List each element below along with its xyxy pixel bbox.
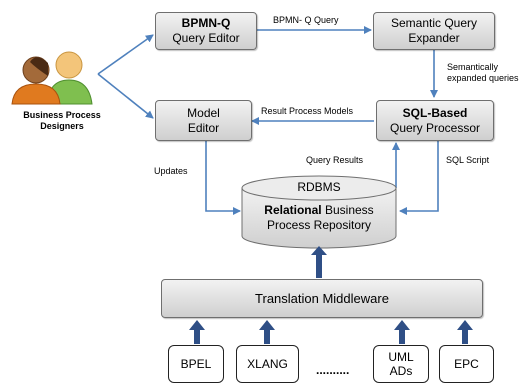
source-uml-line2: ADs <box>389 364 413 378</box>
actor-label: Business Process Designers <box>14 110 110 132</box>
source-xlang-box: XLANG <box>236 345 299 383</box>
edge-actor-to-model-editor <box>97 73 154 119</box>
edge-label-semantic-1: Semantically <box>447 62 499 72</box>
edge-label-result-models: Result Process Models <box>261 106 354 116</box>
repository-rest: Business <box>321 203 374 217</box>
block-arrow-xlang <box>259 320 275 344</box>
model-editor-line1: Model <box>187 105 220 120</box>
source-uml-box: UML ADs <box>373 345 429 383</box>
model-editor-line2: Editor <box>187 120 220 135</box>
source-epc-box: EPC <box>439 345 494 383</box>
block-arrow-middleware-to-repository <box>311 246 327 278</box>
source-bpel-label: BPEL <box>180 357 212 371</box>
processor-subtitle: Query Processor <box>389 120 481 135</box>
repository-tag: RDBMS <box>297 180 341 194</box>
source-epc-label: EPC <box>454 357 479 371</box>
block-arrow-bpel <box>189 320 205 344</box>
source-uml-line1: UML <box>388 350 414 364</box>
edge-model-editor-to-repository <box>205 141 241 215</box>
edge-label-bpmnq-query: BPMN- Q Query <box>273 15 339 25</box>
translation-middleware-box: Translation Middleware <box>161 279 483 318</box>
sql-query-processor-box: SQL-Based Query Processor <box>376 100 494 141</box>
edge-actor-to-query-editor <box>97 34 154 75</box>
repository-label: RDBMS Relational Business Process Reposi… <box>243 180 395 233</box>
source-xlang-label: XLANG <box>247 357 288 371</box>
model-editor-box: Model Editor <box>155 100 252 141</box>
actor-label-line2: Designers <box>40 121 84 131</box>
repository-cylinder <box>241 175 397 249</box>
query-editor-subtitle: Query Editor <box>172 31 240 45</box>
source-ellipsis: .......... <box>316 363 350 377</box>
source-bpel-box: BPEL <box>168 345 224 383</box>
expander-line1: Semantic Query <box>390 16 478 30</box>
edge-label-semantic-2: expanded queries <box>447 73 519 83</box>
expander-line2: Expander <box>408 31 460 45</box>
edge-label-sql-script: SQL Script <box>446 155 490 165</box>
repository-bold-word: Relational <box>264 203 322 217</box>
block-arrow-uml <box>394 320 410 344</box>
semantic-query-expander-box: Semantic Query Expander <box>373 12 495 50</box>
actor-label-line1: Business Process <box>23 110 101 120</box>
bpmnq-query-editor-box: BPMN-Q Query Editor <box>155 12 257 50</box>
repository-line2: Process Repository <box>266 218 372 232</box>
block-arrow-epc <box>457 320 473 344</box>
edge-label-updates: Updates <box>154 166 188 176</box>
edge-label-query-results: Query Results <box>306 155 364 165</box>
middleware-label: Translation Middleware <box>255 291 389 306</box>
edge-processor-to-repository <box>399 141 439 215</box>
query-editor-title: BPMN-Q <box>181 16 231 30</box>
processor-title: SQL-Based <box>402 105 468 120</box>
business-process-designers-icon <box>11 51 93 105</box>
